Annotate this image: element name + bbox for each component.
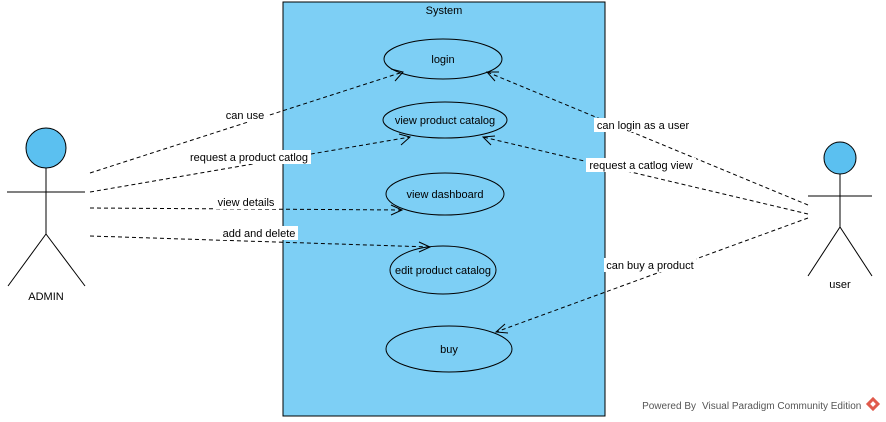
use-case-view-catalog-label: view product catalog [395,115,495,127]
actor-admin-label: ADMIN [28,291,64,303]
relation-can-use-label: can use [226,110,265,122]
actor-admin[interactable]: ADMIN [7,127,86,303]
use-case-view-dashboard-label: view dashboard [406,189,483,201]
use-case-buy-label: buy [440,344,458,356]
visual-paradigm-logo-icon [865,396,881,412]
relation-view-details[interactable]: view details [89,195,404,216]
relation-view-details-label: view details [218,197,275,209]
relation-request-catlog-view[interactable]: request a catlog view [481,135,809,215]
actor-user-head [823,141,857,175]
relation-can-use[interactable]: can use [89,68,404,174]
powered-by-label: Powered By [642,401,696,412]
actor-admin-head [25,127,67,169]
powered-by-watermark: Powered By Visual Paradigm Community Edi… [642,396,881,412]
use-case-buy[interactable]: buy [385,325,513,373]
relation-add-delete[interactable]: add and delete [89,226,432,253]
actor-user[interactable]: user [807,141,873,291]
powered-by-product: Visual Paradigm Community Edition [702,401,861,412]
relation-can-buy-label: can buy a product [606,260,693,272]
actor-user-label: user [829,279,851,291]
relation-add-delete-label: add and delete [223,228,296,240]
use-case-edit-catalog-label: edit product catalog [395,265,491,277]
relation-login-as-user[interactable]: can login as a user [485,71,809,206]
use-case-view-dashboard[interactable]: view dashboard [385,172,505,216]
use-case-login-label: login [431,54,454,66]
relation-request-catalog-label: request a product catlog [190,152,308,164]
relation-request-catlog-view-label: request a catlog view [589,160,692,172]
relation-request-catalog[interactable]: request a product catlog [89,133,412,193]
relation-login-as-user-label: can login as a user [597,120,690,132]
use-case-login[interactable]: login [383,38,503,80]
use-case-edit-product-catalog[interactable]: edit product catalog [389,245,497,295]
use-case-view-product-catalog[interactable]: view product catalog [382,101,508,139]
system-title: System [426,5,463,17]
relation-can-buy[interactable]: can buy a product [494,217,809,334]
